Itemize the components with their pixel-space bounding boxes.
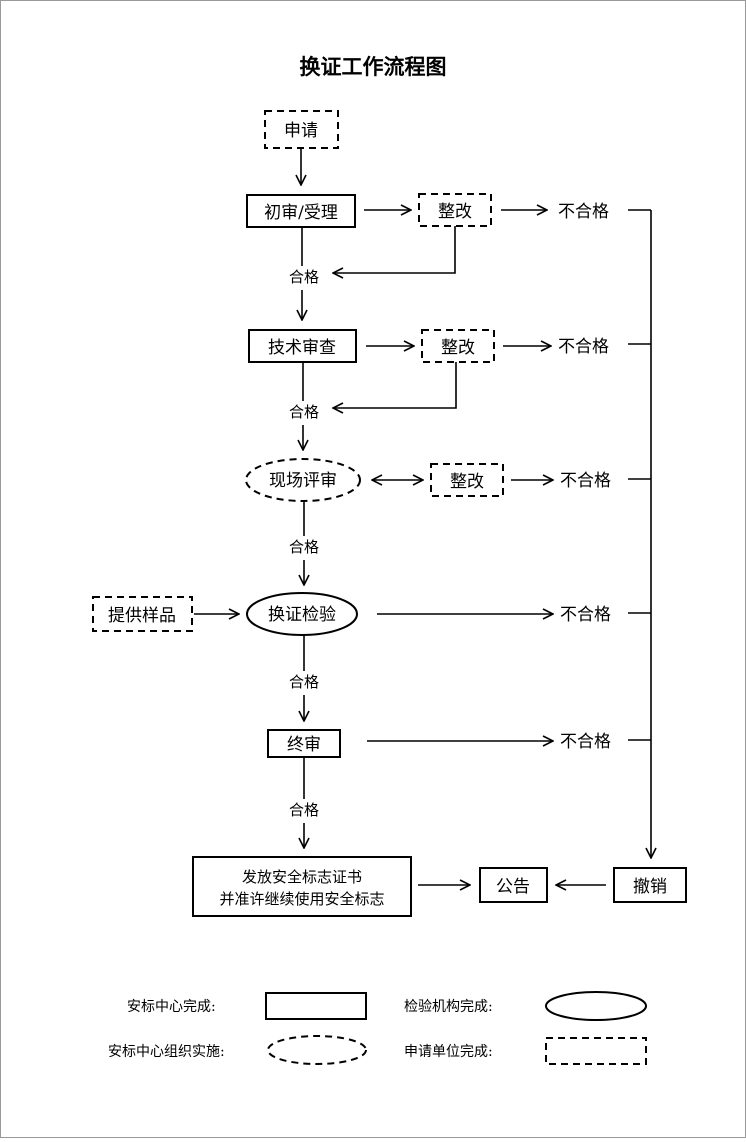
legend-solid-rect [265,992,367,1020]
legend-dashed-ellipse [267,1035,367,1065]
node-final-review-label: 终审 [287,735,321,755]
diagram-title: 换证工作流程图 [300,54,447,79]
fail-label-5: 不合格 [560,732,611,752]
node-cert-test-label: 换证检验 [268,605,336,625]
node-rectify-1-label: 整改 [438,202,472,222]
node-issue-line1: 发放安全标志证书 [242,868,362,886]
node-rectify-2-box [421,329,495,363]
node-onsite-review-ellipse [245,458,361,502]
node-sample-label: 提供样品 [108,606,176,626]
pass-label-4: 合格 [289,673,319,691]
node-sample-box [92,596,193,632]
node-rectify-3-label: 整改 [450,472,484,492]
pass-label-2: 合格 [289,403,319,421]
node-apply-label: 申请 [284,121,318,141]
node-onsite-review-label: 现场评审 [269,471,337,491]
node-apply-box [264,110,339,149]
node-rectify-2-label: 整改 [441,338,475,358]
node-issue-line2: 并准许继续使用安全标志 [219,890,384,908]
node-announce-label: 公告 [496,877,530,897]
node-revoke-box [613,867,687,903]
node-revoke-label: 撤销 [633,877,667,897]
node-tech-review-label: 技术审查 [268,338,336,358]
arrow-rectify2-back [333,362,457,408]
node-announce-box [479,867,548,903]
legend-center-done-label: 安标中心完成: [127,999,216,1015]
legend-dashed-rect [545,1037,647,1065]
node-issue-box [192,856,412,917]
fail-label-2: 不合格 [558,337,609,357]
pass-label-5: 合格 [289,801,319,819]
legend-solid-ellipse [545,991,647,1021]
fail-label-3: 不合格 [560,471,611,491]
fail-label-4: 不合格 [560,605,611,625]
arrow-rectify1-back [333,226,456,273]
fail-label-1: 不合格 [558,202,609,222]
pass-label-1: 合格 [289,268,319,286]
legend-applicant-done-label: 申请单位完成: [404,1044,493,1060]
node-rectify-3-box [430,463,504,497]
node-cert-test-ellipse [246,592,358,636]
node-rectify-1-box [418,193,492,227]
node-tech-review-box [248,329,357,363]
legend-lab-done-label: 检验机构完成: [404,999,493,1015]
pass-label-3: 合格 [289,538,319,556]
node-initial-review-label: 初审/受理 [264,203,338,223]
legend-center-org-label: 安标中心组织实施: [108,1044,225,1060]
node-initial-review-box [246,194,356,228]
